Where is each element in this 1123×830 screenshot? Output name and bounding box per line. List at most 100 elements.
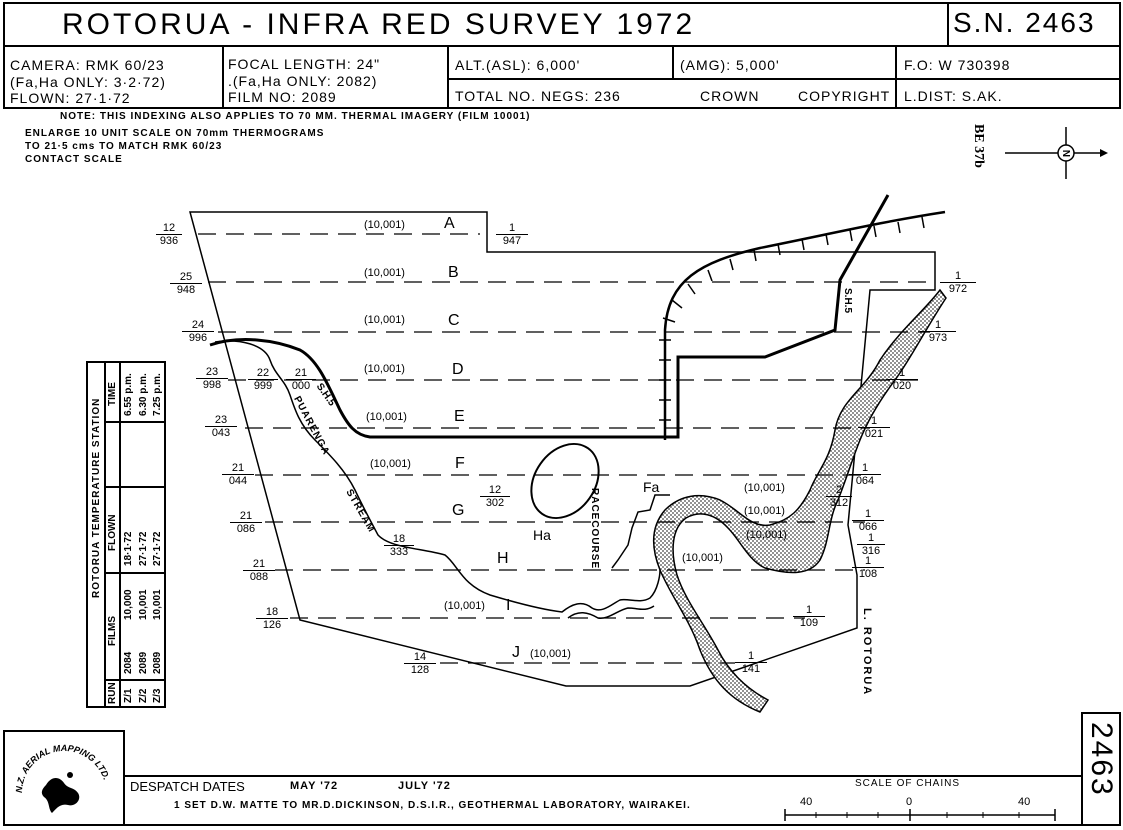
header-col-divider-1 <box>222 45 224 109</box>
frames-22-999-top: 22 <box>256 367 270 379</box>
frames-2-312-top: 2 <box>835 484 843 496</box>
frames-18-333-bottom: 333 <box>384 545 414 558</box>
run-j-right-bottom: 141 <box>741 663 761 675</box>
racecourse-track <box>530 442 600 520</box>
total-negs-label: TOTAL NO. NEGS: 236 <box>455 88 621 104</box>
header-frame <box>3 2 1121 109</box>
header-row-divider <box>119 363 121 706</box>
note-line-3: TO 21·5 cms TO MATCH RMK 60/23 <box>25 141 223 152</box>
railway-line <box>663 210 946 440</box>
frac-line <box>196 378 228 379</box>
fa-film-label: (10,001) <box>744 482 785 494</box>
run-h-right-top: 1 <box>864 555 872 567</box>
run-b-left-bottom: 948 <box>176 284 196 296</box>
run-j-letter: J <box>512 644 520 661</box>
header-row-divider <box>447 78 897 80</box>
frames-1-316-top: 1 <box>867 532 875 544</box>
north-arrow-icon: N <box>1005 127 1108 179</box>
header-col-divider-4 <box>895 45 897 109</box>
copyright-label: COPYRIGHT <box>798 88 891 104</box>
run-d-letter: D <box>452 361 464 378</box>
col-divider-3 <box>104 486 166 488</box>
run-e-letter: E <box>454 408 465 425</box>
col-divider-4 <box>104 421 166 423</box>
frac-line <box>404 663 436 664</box>
frames-21-000-top: 21 <box>294 367 308 379</box>
run-c-film: (10,001) <box>364 314 405 326</box>
run-i-letter: I <box>506 597 511 614</box>
note-line-4: CONTACT SCALE <box>25 154 123 165</box>
focal-length-label: FOCAL LENGTH: 24" <box>228 56 381 72</box>
frac-line <box>852 520 884 521</box>
focal-sub-label: .(Fa,Ha ONLY: 2082) <box>228 73 378 89</box>
flight-runs <box>198 233 930 664</box>
header-col-divider-2 <box>447 45 449 109</box>
run-a-right-bottom: 947 <box>502 235 522 247</box>
survey-boundary <box>189 211 936 687</box>
run-g-left-bottom: 086 <box>236 523 256 535</box>
scale-tick-left: 40 <box>800 796 812 808</box>
row-3-film2: 10,001 <box>152 589 163 620</box>
sh5-label-north: S.H.5 <box>842 288 853 314</box>
survey-title: ROTORUA - INFRA RED SURVEY 1972 <box>62 8 696 41</box>
run-j-film: (10,001) <box>530 648 571 660</box>
run-a-left-bottom: 936 <box>159 235 179 247</box>
film-number-label: FILM NO: 2089 <box>228 89 337 105</box>
frames-18-333-top: 18 <box>392 533 406 545</box>
header-sn-divider <box>947 2 949 47</box>
frames-1-316-bottom: 316 <box>857 544 885 557</box>
despatch-may: MAY '72 <box>290 780 339 792</box>
frames-2-312-bottom: 312 <box>826 496 852 509</box>
nz-aerial-mapping-logo: N.Z. AERIAL MAPPING LTD. <box>14 743 112 813</box>
row-1-flown: 18·1·72 <box>123 531 134 566</box>
fa-label: Fa <box>643 479 660 495</box>
row-3-film: 2089 <box>152 651 163 674</box>
row-2-run: Z/2 <box>138 688 149 703</box>
run-d-right-top: 1 <box>898 367 906 379</box>
ha-film-label: (10,001) <box>746 529 787 541</box>
note-line-1: NOTE: THIS INDEXING ALSO APPLIES TO 70 M… <box>60 111 531 122</box>
frames-21-000-bottom: 000 <box>286 379 316 392</box>
scale-tick-right: 40 <box>1018 796 1030 808</box>
run-e-left-top: 23 <box>214 414 228 426</box>
run-f-right-top: 1 <box>861 462 869 474</box>
col-divider-1 <box>104 679 166 681</box>
scale-bar: 40 0 40 <box>784 796 1056 821</box>
run-g-right-bottom: 066 <box>858 521 878 533</box>
run-e-right-bottom: 021 <box>864 428 884 440</box>
run-j-right-top: 1 <box>747 650 755 662</box>
header-col-divider-3 <box>672 45 674 79</box>
run-g-right-top: 1 <box>864 508 872 520</box>
run-d-left-bottom: 998 <box>202 379 222 391</box>
run-j-left-bottom: 128 <box>410 664 430 676</box>
frac-line <box>205 426 237 427</box>
run-b-right-bottom: 972 <box>948 283 968 295</box>
run-i-film: (10,001) <box>444 600 485 612</box>
run-b-left-top: 25 <box>179 271 193 283</box>
run-c-letter: C <box>448 312 460 329</box>
run-i-right-bottom: 109 <box>799 617 819 629</box>
puarenga-stream-bank <box>567 605 655 619</box>
frac-line <box>256 618 288 619</box>
run-c-left-top: 24 <box>191 319 205 331</box>
crown-label: CROWN <box>700 88 760 104</box>
row-2-time: 6.30 p.m. <box>138 373 149 416</box>
row-3-run: Z/3 <box>152 688 163 703</box>
col-films: FILMS <box>107 616 118 646</box>
col-flown: FLOWN <box>107 514 118 551</box>
header-row-divider-right <box>895 78 1121 80</box>
flown-label: FLOWN: 27·1·72 <box>10 90 131 106</box>
scale-tick-center: 0 <box>906 796 912 808</box>
run-i-right-top: 1 <box>805 604 813 616</box>
